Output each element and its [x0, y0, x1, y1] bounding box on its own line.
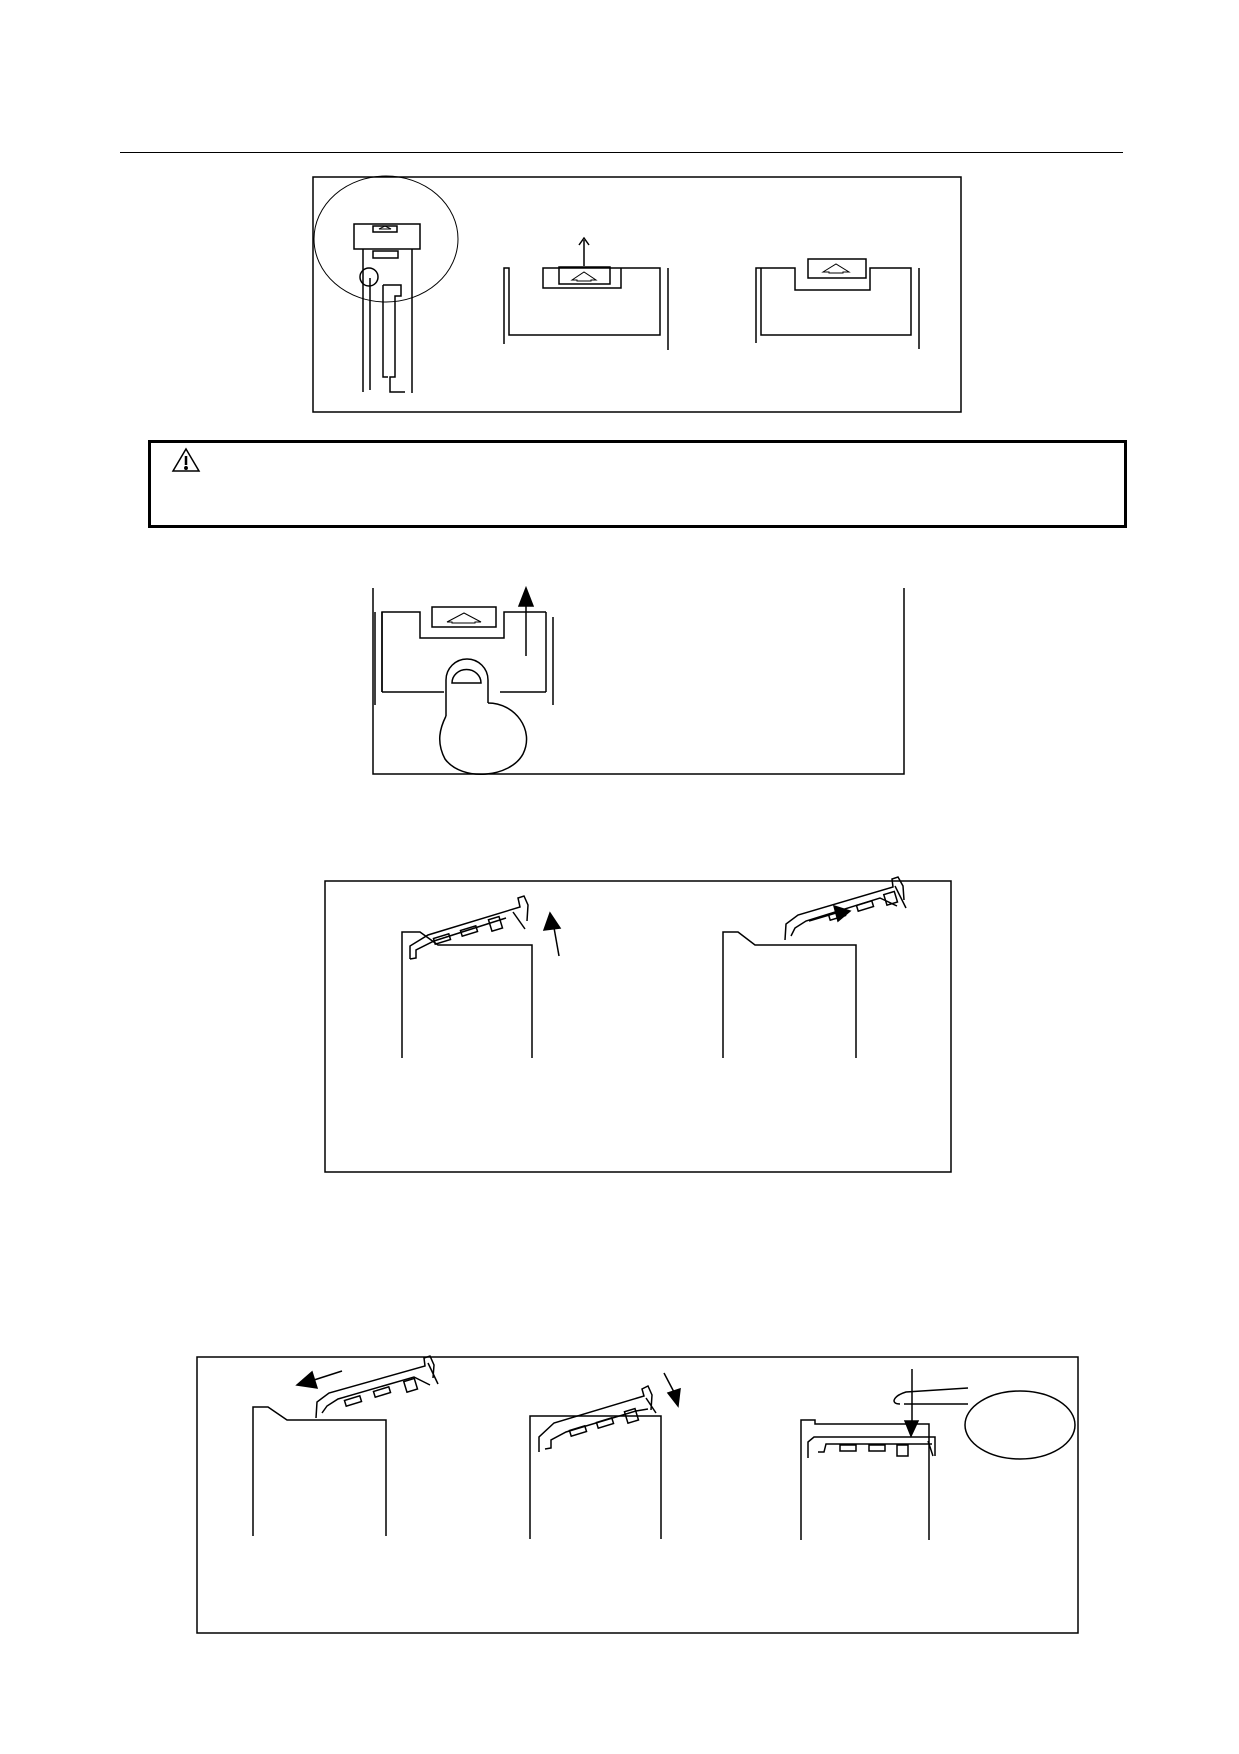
figure-frame	[196, 1356, 1079, 1634]
right-cover	[784, 876, 905, 941]
hand	[964, 1390, 1076, 1460]
unit-b-cover	[538, 1384, 653, 1452]
slide-tab	[558, 266, 611, 285]
hand	[439, 702, 528, 776]
unit-a-body	[252, 1406, 387, 1536]
indicator-circle	[359, 267, 379, 287]
figure-frame	[324, 880, 952, 1173]
unit-b-body	[529, 1415, 662, 1539]
finger-lift-cover-figure	[0, 0, 1239, 790]
header-rule	[120, 152, 1123, 153]
warning-triangle-icon	[171, 447, 201, 472]
cover-reinstall-figure	[196, 1355, 1079, 1634]
right-body	[722, 931, 857, 1058]
left-cover	[409, 895, 529, 959]
top-tab	[353, 223, 421, 250]
cover-release-steps-figure	[0, 0, 1239, 440]
figure-frame	[312, 176, 962, 413]
middle-housing	[503, 267, 661, 344]
detail-circle	[313, 175, 459, 303]
fingernail	[451, 668, 482, 684]
finger	[445, 658, 489, 716]
unit-a-cover	[315, 1355, 435, 1419]
left-body	[401, 931, 533, 1058]
warning-box	[148, 440, 1127, 528]
right-housing	[755, 267, 912, 343]
unit-c-body	[800, 1419, 930, 1540]
cover-tilt-removal-figure	[324, 876, 952, 1173]
slid-tab	[807, 258, 867, 279]
figure-frame	[372, 588, 905, 775]
finger	[893, 1387, 969, 1405]
unit-c-cover	[807, 1436, 936, 1458]
slide-tab	[431, 606, 497, 628]
